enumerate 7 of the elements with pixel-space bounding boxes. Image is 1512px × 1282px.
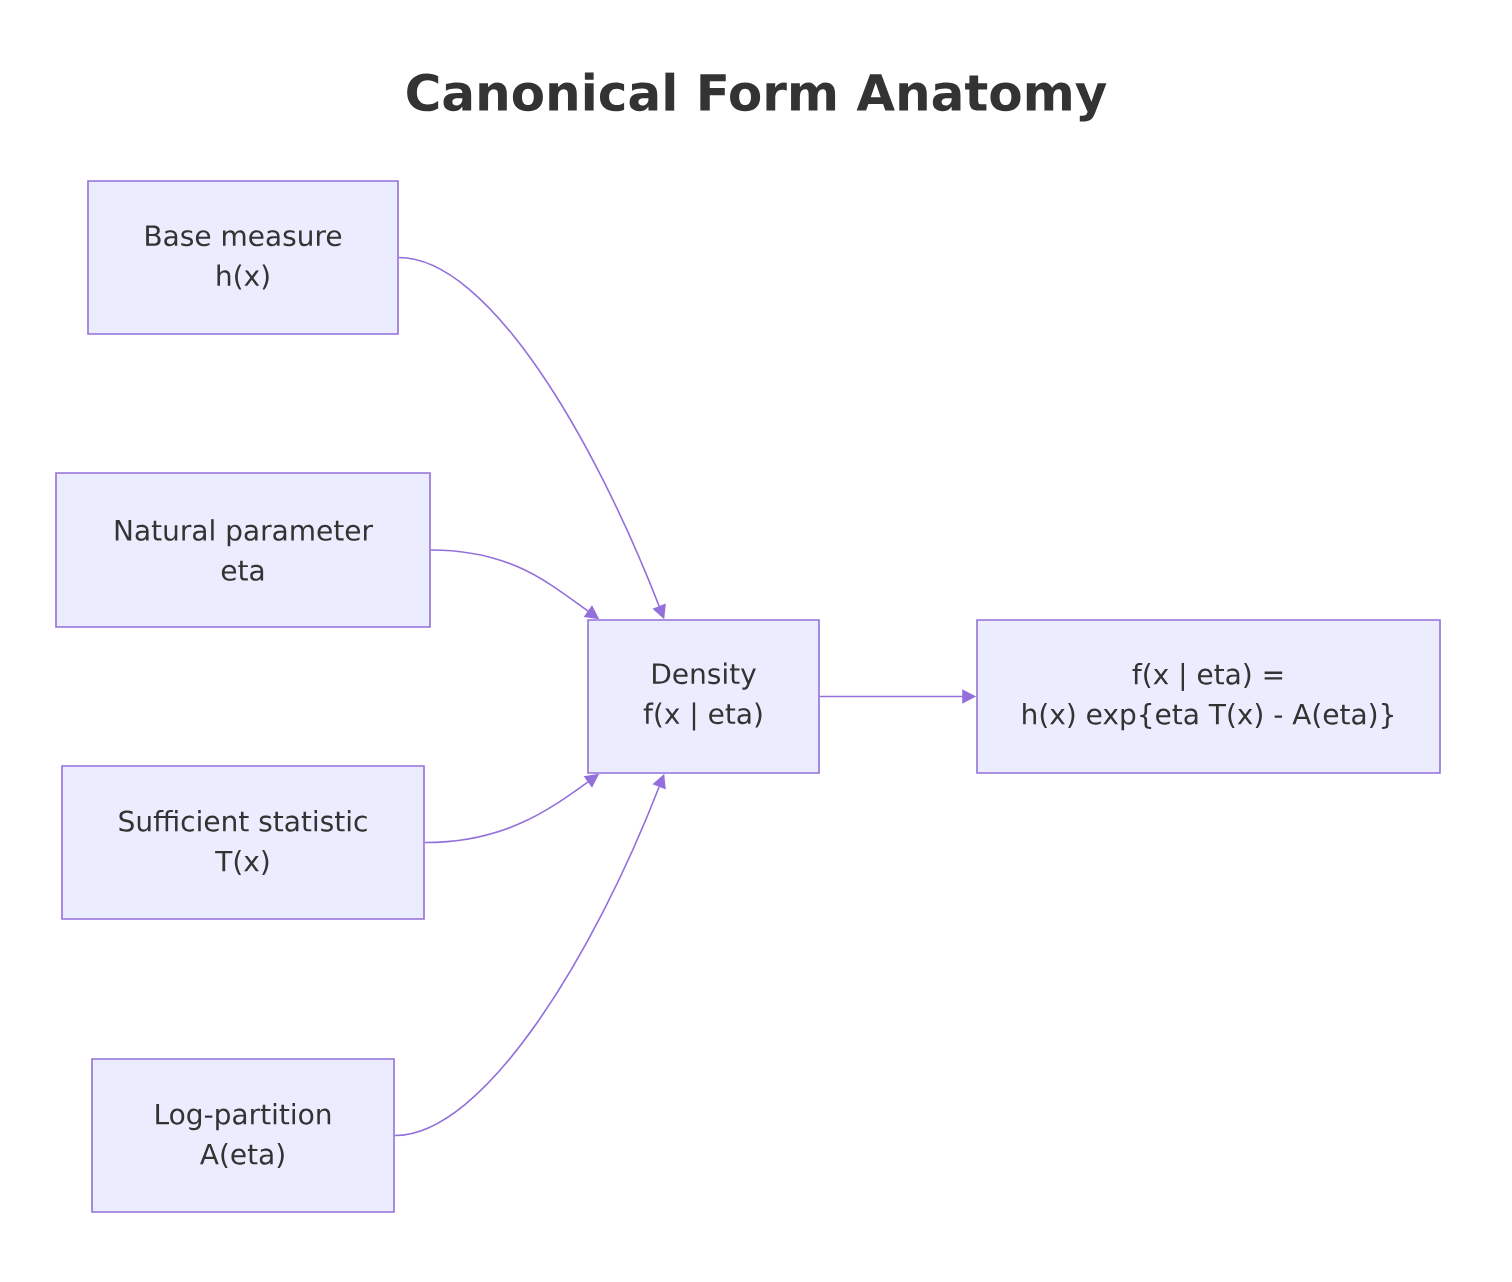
process-box: f(x | eta) = h(x) exp{eta T(x) - A(eta)}	[976, 619, 1441, 774]
process-box: Log-partition A(eta)	[91, 1058, 395, 1213]
process-box: Base measure h(x)	[87, 180, 399, 335]
process-box: Density f(x | eta)	[587, 619, 820, 774]
title: Canonical Form Anatomy	[407, 72, 1107, 122]
process-box: Sufficient statistic T(x)	[61, 765, 425, 920]
process-box: Natural parameter eta	[55, 472, 431, 628]
